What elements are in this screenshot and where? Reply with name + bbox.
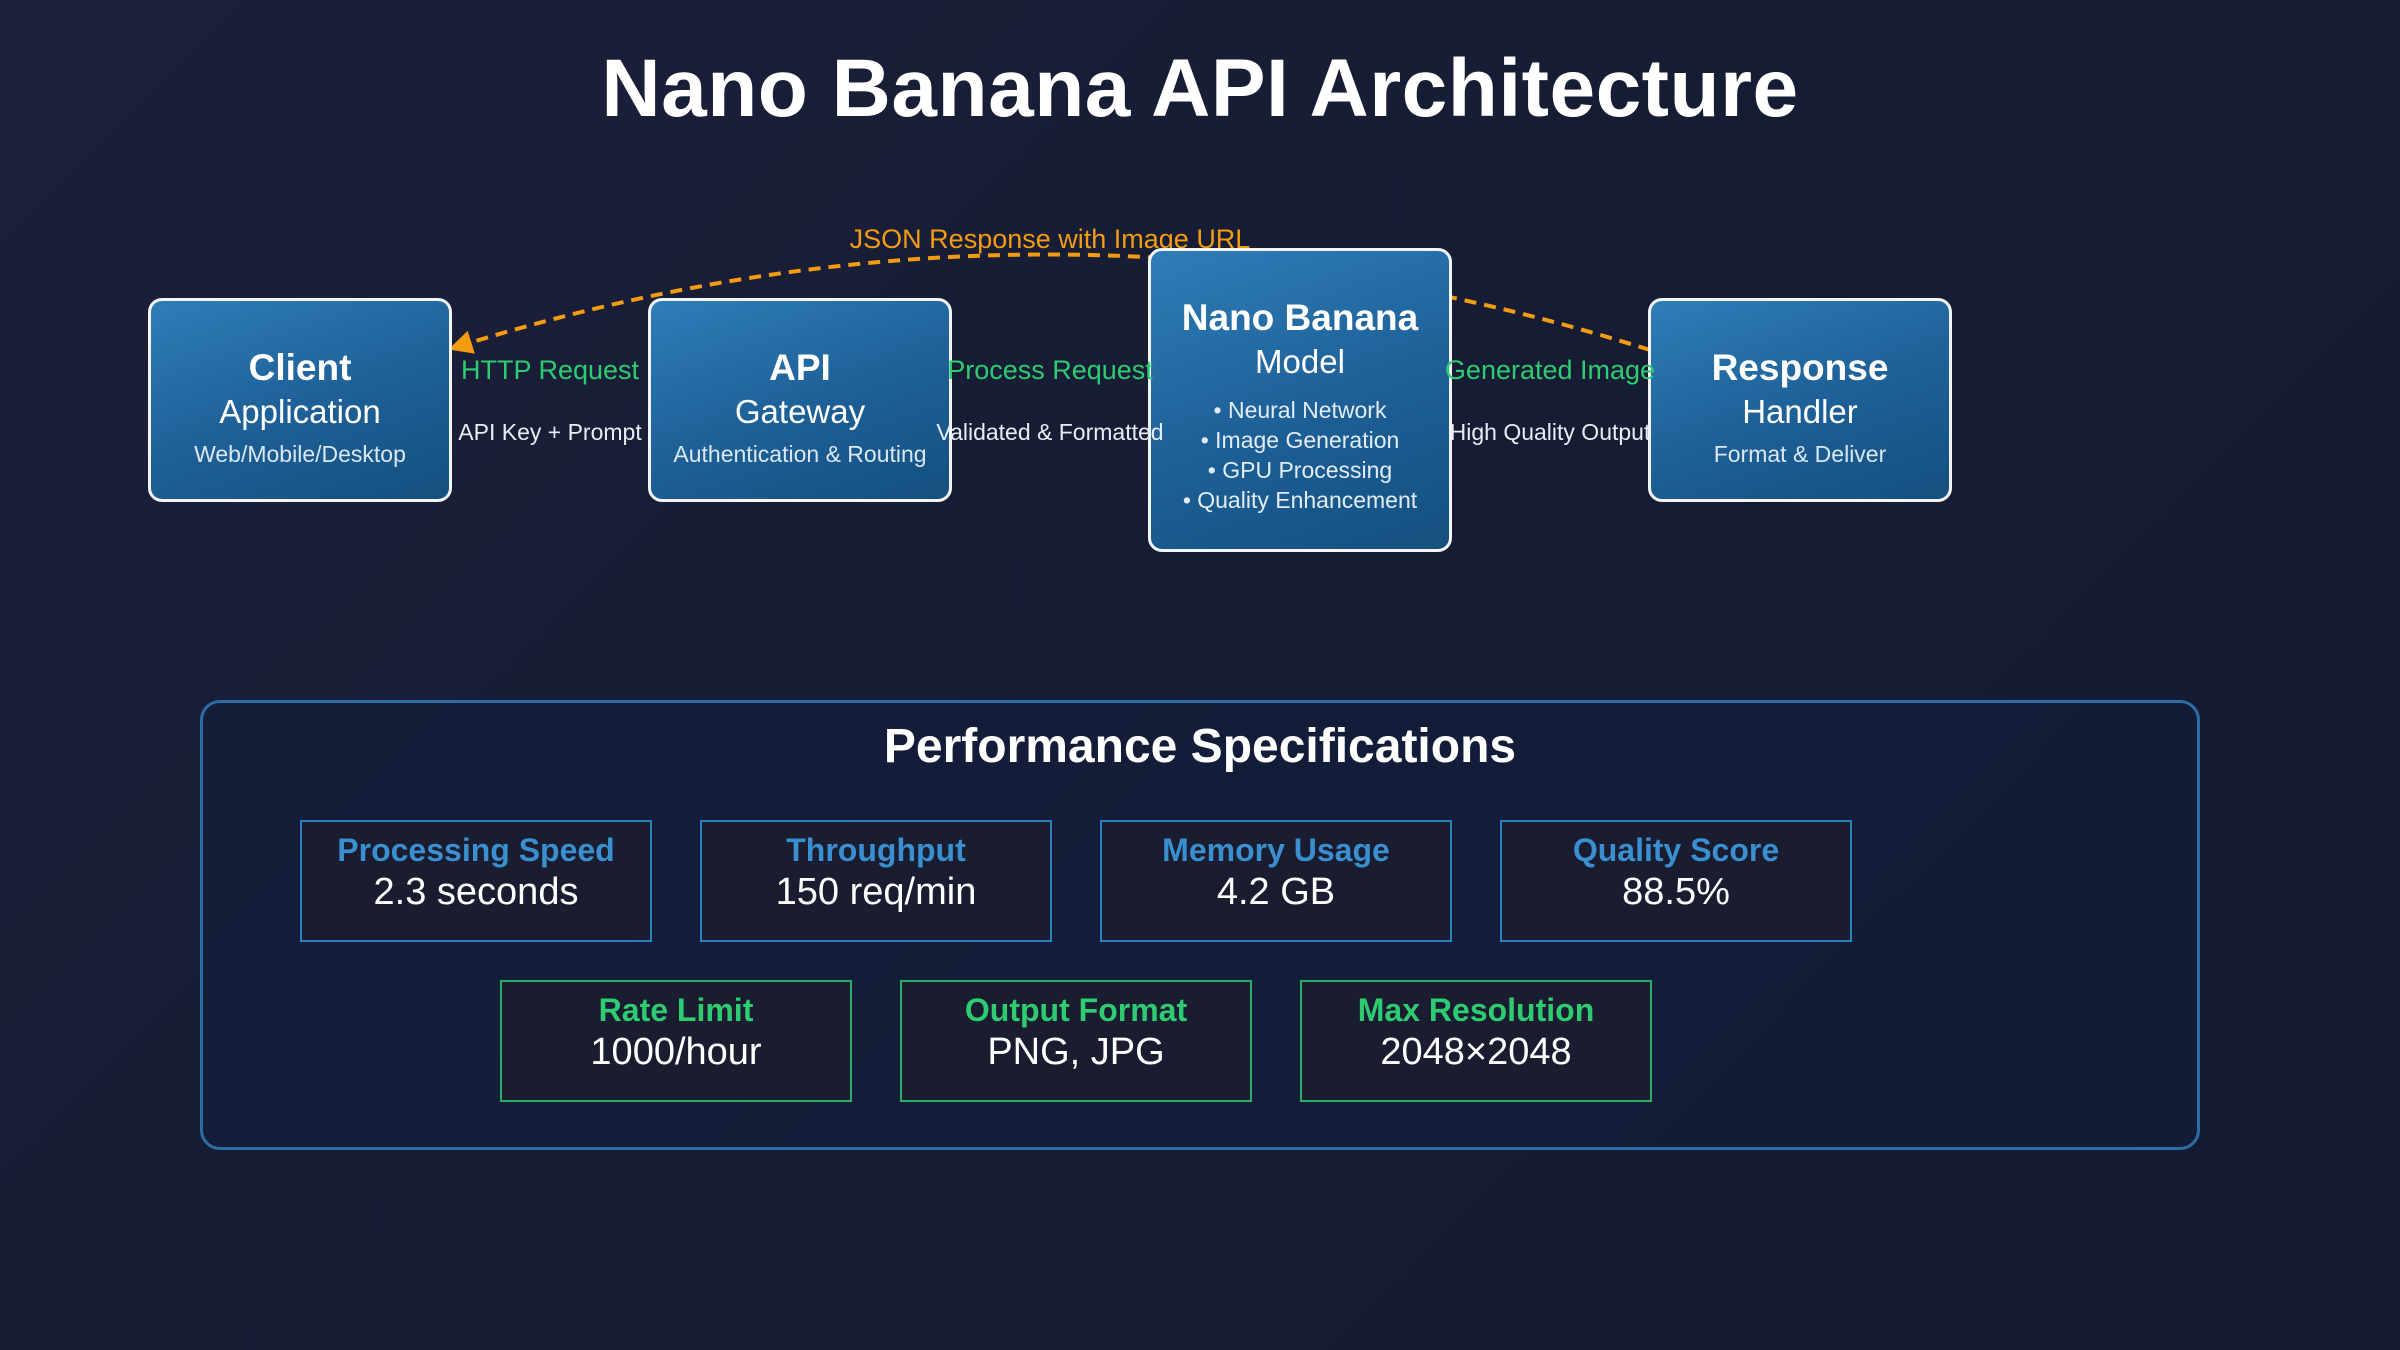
spec-label: Memory Usage <box>1162 832 1390 868</box>
edge-label-process-request: Process Request <box>947 355 1153 385</box>
client-node: Client Application Web/Mobile/Desktop <box>148 298 452 502</box>
handler-node-title: Response <box>1711 347 1889 388</box>
spec-label: Output Format <box>964 992 1188 1028</box>
spec-label: Rate Limit <box>598 992 754 1028</box>
model-node: Nano Banana Model • Neural Network • Ima… <box>1148 248 1452 552</box>
spec-value: 88.5% <box>1622 871 1730 913</box>
handler-node-detail: Format & Deliver <box>1713 441 1887 467</box>
spec-value: 1000/hour <box>590 1031 762 1073</box>
model-node-subtitle: Model <box>1255 343 1345 380</box>
spec-label: Max Resolution <box>1357 992 1595 1028</box>
gateway-node-subtitle: Gateway <box>734 393 866 430</box>
spec-card-memory-usage: Memory Usage 4.2 GB <box>1100 820 1452 942</box>
spec-card-quality-score: Quality Score 88.5% <box>1500 820 1852 942</box>
client-node-title: Client <box>248 347 352 388</box>
spec-value: 150 req/min <box>775 871 977 913</box>
spec-value: 4.2 GB <box>1216 871 1336 913</box>
client-node-subtitle: Application <box>219 393 381 430</box>
performance-title: Performance Specifications <box>883 720 1517 773</box>
spec-card-rate-limit: Rate Limit 1000/hour <box>500 980 852 1102</box>
gateway-node-title: API <box>769 347 831 388</box>
edge-label-generated-image: Generated Image <box>1444 355 1656 385</box>
edge-label-http-request: HTTP Request <box>460 355 640 385</box>
spec-value: 2.3 seconds <box>373 871 579 913</box>
model-feature-item: • Image Generation <box>1200 427 1400 453</box>
model-feature-list: • Neural Network • Image Generation • GP… <box>1151 395 1449 515</box>
handler-node-subtitle: Handler <box>1742 393 1858 430</box>
spec-value: 2048×2048 <box>1380 1031 1572 1073</box>
spec-value: PNG, JPG <box>987 1031 1165 1073</box>
spec-card-output-format: Output Format PNG, JPG <box>900 980 1252 1102</box>
model-feature-item: • Quality Enhancement <box>1182 487 1418 513</box>
model-node-title: Nano Banana <box>1181 297 1419 338</box>
model-feature-item: • Neural Network <box>1213 397 1387 423</box>
edge-detail-generated-image: High Quality Output <box>1449 419 1651 445</box>
performance-panel: Performance Specifications Processing Sp… <box>200 700 2200 1150</box>
spec-card-throughput: Throughput 150 req/min <box>700 820 1052 942</box>
spec-card-processing-speed: Processing Speed 2.3 seconds <box>300 820 652 942</box>
model-feature-item: • GPU Processing <box>1207 457 1393 483</box>
gateway-node: API Gateway Authentication & Routing <box>648 298 952 502</box>
edge-detail-http-request: API Key + Prompt <box>458 419 642 445</box>
return-arrow <box>448 252 1651 354</box>
spec-label: Throughput <box>786 832 966 868</box>
edge-detail-process-request: Validated & Formatted <box>936 419 1164 445</box>
page-title: Nano Banana API Architecture <box>601 43 1799 134</box>
spec-label: Processing Speed <box>337 832 615 868</box>
handler-node: Response Handler Format & Deliver <box>1648 298 1952 502</box>
spec-label: Quality Score <box>1572 832 1780 868</box>
client-node-detail: Web/Mobile/Desktop <box>194 441 406 467</box>
spec-card-max-resolution: Max Resolution 2048×2048 <box>1300 980 1652 1102</box>
gateway-node-detail: Authentication & Routing <box>673 441 927 467</box>
